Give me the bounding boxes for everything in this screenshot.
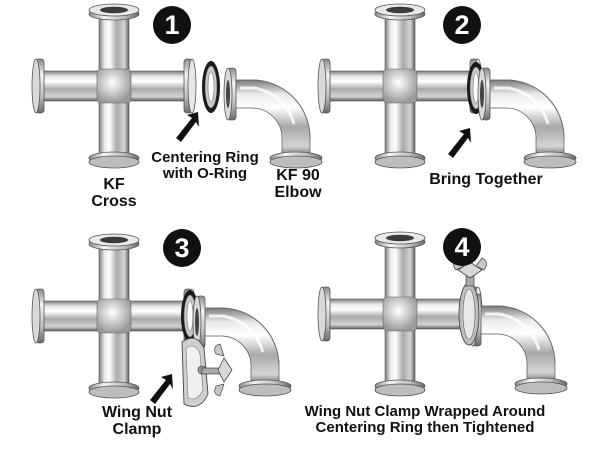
step-3-panel: 3 bbox=[31, 229, 293, 407]
step-2-panel: 2 bbox=[317, 3, 578, 170]
centering-ring-label: Centering Ring with O-Ring bbox=[142, 150, 268, 182]
wing-nut-clamp-tightened-icon bbox=[453, 257, 487, 346]
kf90-elbow-fitting bbox=[467, 292, 569, 396]
step-2-number: 2 bbox=[454, 10, 469, 40]
kf90-elbow-label-line1: KF 90 bbox=[276, 167, 320, 184]
kf-cross-label-line2: Cross bbox=[91, 192, 137, 210]
kf-cross-label-line1: KF bbox=[103, 176, 125, 193]
arrow-icon bbox=[176, 112, 199, 142]
wing-nut-clamp-label-line2: Clamp bbox=[112, 420, 162, 438]
bring-together-label: Bring Together bbox=[429, 171, 543, 188]
centering-ring-label-line1: Centering Ring bbox=[151, 149, 259, 166]
centering-ring-icon bbox=[201, 60, 221, 114]
wing-nut-clamp-label: Wing Nut Clamp bbox=[92, 404, 182, 439]
step-4-panel: 4 bbox=[317, 228, 569, 397]
kf90-elbow-fitting bbox=[191, 294, 293, 398]
centering-ring-label-line2: with O-Ring bbox=[162, 164, 248, 182]
step-1-badge: 1 bbox=[153, 6, 191, 44]
arrow-icon bbox=[448, 128, 471, 158]
kf90-elbow-label-line2: Elbow bbox=[274, 183, 322, 201]
kf-cross-label: KF Cross bbox=[88, 176, 140, 211]
step-1-number: 1 bbox=[164, 10, 179, 40]
final-step-label: Wing Nut Clamp Wrapped Around Centering … bbox=[292, 404, 558, 436]
kf90-elbow-label: KF 90 Elbow bbox=[268, 167, 328, 202]
step-1-panel: 1 bbox=[31, 3, 324, 170]
step-2-badge: 2 bbox=[443, 6, 481, 44]
kf90-elbow-fitting bbox=[476, 66, 578, 170]
wing-nut-clamp-icon bbox=[181, 337, 233, 407]
final-step-label-line1: Wing Nut Clamp Wrapped Around bbox=[304, 403, 546, 420]
step-4-badge: 4 bbox=[443, 228, 481, 266]
step-4-number: 4 bbox=[454, 232, 469, 262]
step-3-number: 3 bbox=[174, 233, 189, 263]
step-3-badge: 3 bbox=[163, 229, 201, 267]
arrow-icon bbox=[150, 374, 173, 404]
wing-nut-clamp-label-line1: Wing Nut bbox=[101, 404, 173, 421]
final-step-label-line2: Centering Ring then Tightened bbox=[315, 418, 535, 436]
